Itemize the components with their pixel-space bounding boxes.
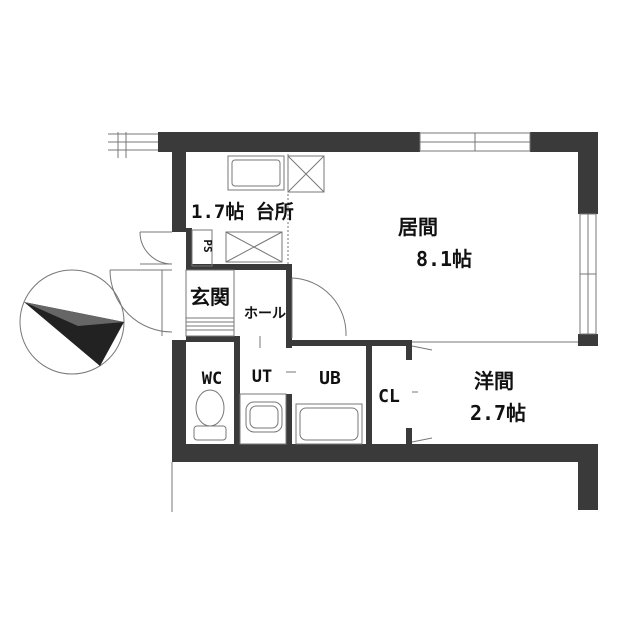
ut-label: UT [252, 367, 272, 387]
exterior-walls [158, 132, 598, 510]
western-room-size: 2.7帖 [470, 401, 526, 425]
north-compass-icon [19, 269, 125, 375]
top-left-window [108, 132, 158, 158]
living-room-size: 8.1帖 [416, 247, 472, 271]
genkan-label: 玄関 [190, 285, 230, 309]
right-window [579, 213, 597, 335]
living-room-name: 居間 [398, 215, 438, 239]
western-room-name: 洋間 [474, 369, 514, 393]
toilet-icon [193, 389, 227, 441]
closet-label: CL [378, 386, 400, 407]
kitchen-label: 1.7帖 台所 [191, 200, 294, 223]
ps-label: PS [201, 239, 214, 252]
wc-label: WC [202, 369, 222, 389]
ub-label: UB [319, 368, 341, 389]
thin-lines [109, 154, 578, 512]
sink-icon [245, 401, 283, 433]
interior-walls [186, 228, 412, 446]
top-window [419, 132, 531, 152]
hall-label: ホール [244, 306, 286, 322]
bathtub-icon [295, 403, 363, 445]
